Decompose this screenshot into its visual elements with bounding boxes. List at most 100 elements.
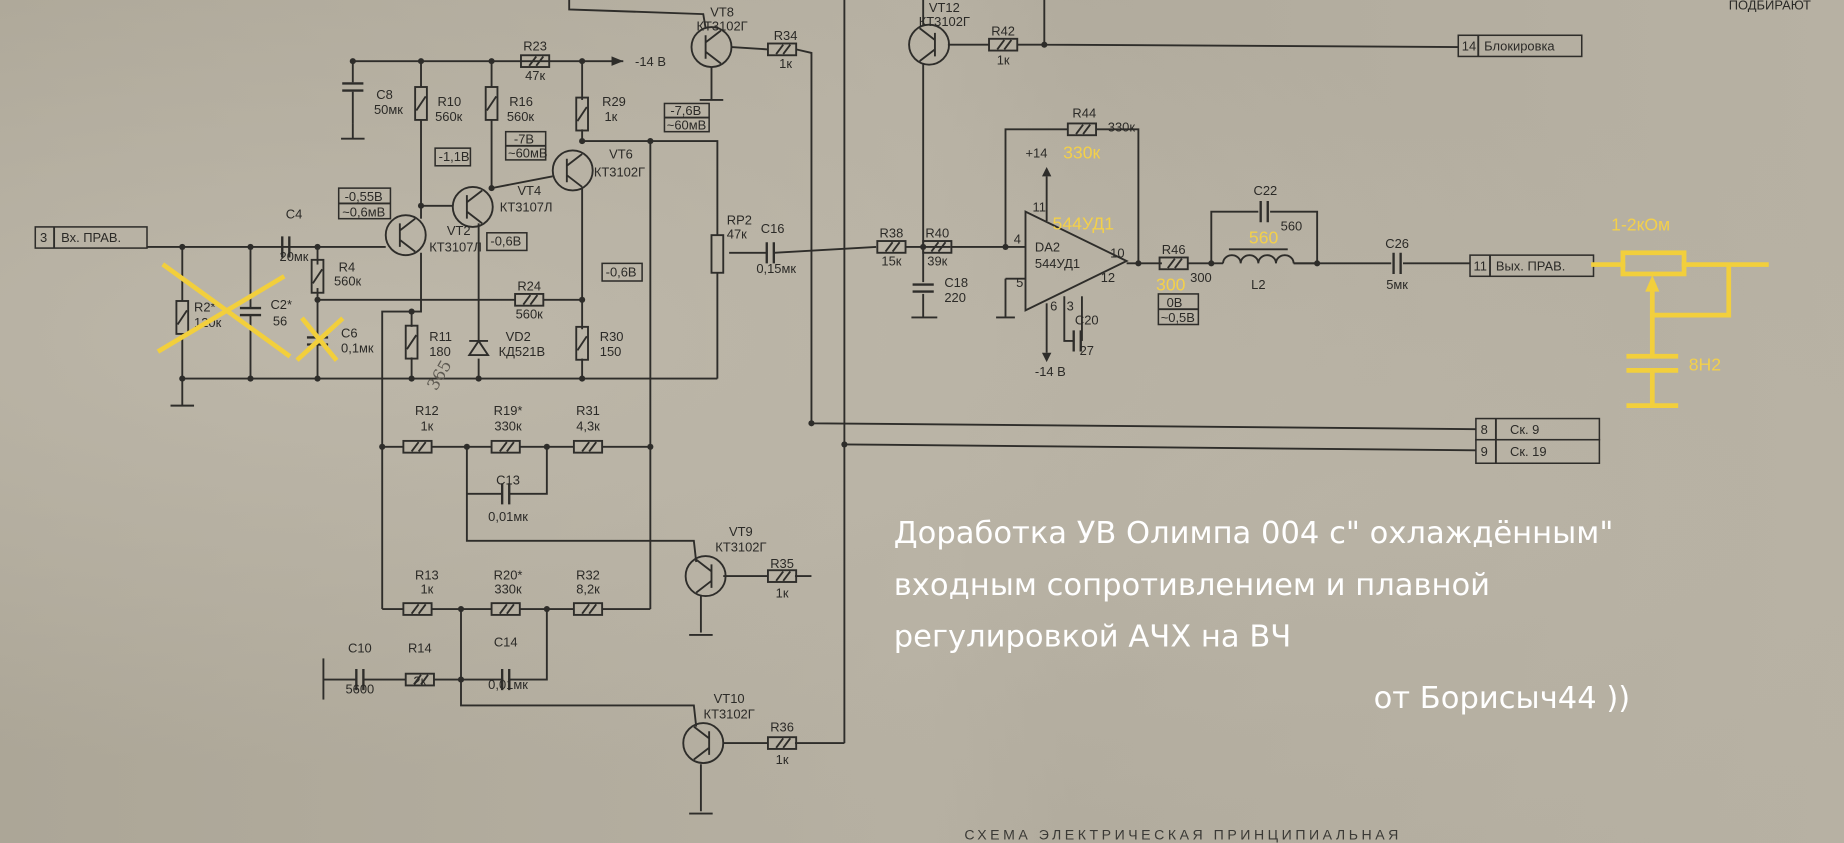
- wire: [1004, 128, 1068, 247]
- value-vt6: КТ3102Г: [594, 164, 645, 179]
- wire: [460, 609, 698, 727]
- junction-dot: [457, 676, 465, 683]
- label-vt10: VT10: [714, 691, 745, 706]
- annotation-opamp: 544УД1: [1053, 213, 1115, 233]
- modification-note: Доработка УВ Олимпа 004 с" охлаждённым" …: [894, 516, 1630, 716]
- junction-dot: [1314, 260, 1321, 267]
- connector-pin: 8: [1481, 422, 1488, 437]
- connector-pin: 9: [1481, 444, 1488, 459]
- value-c22-original: 560: [1281, 218, 1303, 233]
- capacitor-plates: [500, 668, 511, 691]
- junction-dot: [1135, 260, 1142, 267]
- label-r29: R29: [602, 94, 626, 109]
- label-vd2: VD2: [506, 329, 531, 344]
- capacitor-c16: [765, 242, 775, 264]
- schematic-title: СХЕМА ЭЛЕКТРИЧЕСКАЯ ПРИНЦИПИАЛЬНАЯ: [964, 826, 1402, 842]
- wire: [1096, 128, 1140, 264]
- header-fragment: ПОДБИРАЮТ: [1729, 0, 1811, 12]
- resistor-body: [414, 86, 428, 121]
- label-c20: C20: [1075, 313, 1099, 328]
- resistor-body: [404, 324, 419, 360]
- junction-dot: [543, 443, 550, 450]
- capacitor-plates: [765, 242, 775, 264]
- value-r16: 560к: [507, 109, 535, 124]
- label-r30: R30: [600, 329, 624, 344]
- label-r12: R12: [415, 403, 439, 418]
- wire: [411, 252, 422, 313]
- capacitor-c22: [1259, 201, 1269, 223]
- value-vt2: КТ3107Л: [429, 240, 482, 255]
- resistor-r10: [414, 86, 428, 121]
- value-c13: 0,01мк: [488, 509, 528, 524]
- value-r20: 330к: [494, 582, 522, 597]
- connector-pin: 3: [40, 230, 47, 245]
- resistor-body: [575, 96, 589, 132]
- pin-6: 6: [1050, 298, 1057, 313]
- connector-sk19: 9 Ск. 19: [1475, 438, 1601, 465]
- pin-3: 3: [1067, 298, 1074, 313]
- capacitor-c4: [281, 236, 291, 258]
- value-r34: 1к: [779, 56, 792, 71]
- resistor-body: [922, 240, 953, 254]
- resistor-r4: [310, 258, 325, 294]
- resistor-body: [575, 325, 589, 361]
- resistor-r16: [484, 86, 499, 121]
- resistor-hatch: [581, 441, 597, 453]
- junction-dot: [579, 296, 586, 303]
- junction-dot: [349, 58, 356, 65]
- resistor-r32: [572, 602, 604, 616]
- value-c18: 220: [944, 290, 966, 305]
- label-r20: R20*: [494, 568, 523, 583]
- resistor-hatch: [775, 737, 792, 749]
- resistor-body: [404, 672, 435, 687]
- resistor-hatch: [410, 441, 427, 453]
- value-r30: 150: [600, 344, 622, 359]
- label-c2: C2*: [270, 297, 292, 312]
- junction-dot: [247, 243, 254, 250]
- value-vt9: КТ3102Г: [715, 539, 766, 554]
- resistor-r29: [575, 96, 589, 132]
- junction-dot: [179, 375, 186, 382]
- junction-dot: [1002, 243, 1009, 250]
- value-rp2: 47к: [727, 227, 747, 242]
- label-l2: L2: [1251, 277, 1265, 292]
- value-r36: 1к: [776, 752, 789, 767]
- wire: [508, 609, 548, 681]
- connector-block: 14 Блокировка: [1457, 34, 1583, 58]
- transistor-circle: [684, 555, 727, 598]
- pin-12: 12: [1101, 270, 1115, 285]
- capacitor-c20: [1072, 330, 1082, 352]
- resistor-body: [484, 86, 499, 121]
- connector-label: Вых. ПРАВ.: [1496, 258, 1565, 273]
- dc-voltage: -0,6В: [490, 234, 521, 249]
- connector-label: Ск. 19: [1510, 444, 1547, 459]
- junction-dot: [647, 138, 654, 145]
- opamp-da2: [1024, 210, 1129, 312]
- annotation-cap-value: 8Н2: [1689, 354, 1721, 374]
- junction-dot: [379, 443, 386, 450]
- potentiometer-body: [1620, 250, 1687, 277]
- transistor-leads: [693, 725, 711, 761]
- junction-dot: [579, 375, 586, 382]
- resistor-r19: [490, 439, 521, 454]
- value-r42: 1к: [997, 53, 1010, 68]
- dc-voltage: -7В: [514, 131, 534, 146]
- capacitor-plates: [912, 283, 934, 293]
- resistor-body: [988, 37, 1019, 52]
- annotation-c22: 560: [1249, 227, 1279, 247]
- inductor-l2: [1222, 254, 1295, 264]
- wire: [491, 175, 553, 190]
- resistor-hatch: [775, 44, 792, 55]
- label-r42: R42: [991, 23, 1015, 38]
- transistor-circle: [908, 23, 950, 66]
- label-r19: R19*: [494, 403, 523, 418]
- value-c16: 0,15мк: [756, 261, 796, 276]
- resistor-r40: [922, 240, 953, 254]
- opamp-neg-supply: -14 В: [1035, 364, 1066, 379]
- wire: [509, 446, 548, 495]
- resistor-hatch: [581, 603, 597, 615]
- value-c6: 0,1мк: [341, 341, 374, 356]
- label-vt12: VT12: [929, 0, 960, 15]
- value-r35: 1к: [776, 585, 789, 600]
